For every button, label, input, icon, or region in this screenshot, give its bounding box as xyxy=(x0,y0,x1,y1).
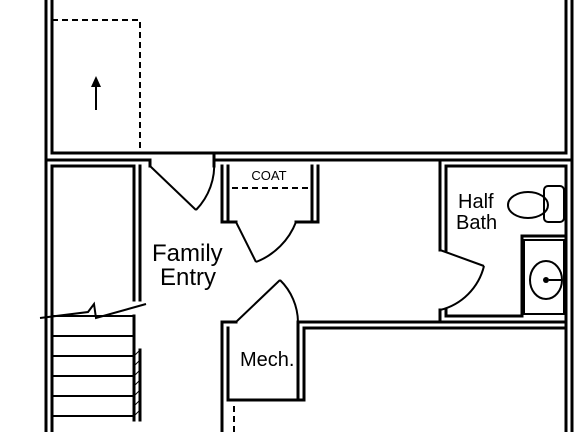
half-bath-door xyxy=(439,249,485,311)
sink-icon xyxy=(523,239,565,315)
entry-door xyxy=(148,151,216,211)
upper-room xyxy=(44,0,574,432)
coat-closet: COAT xyxy=(232,168,310,263)
family-entry-label-line1: Family xyxy=(152,240,223,267)
family-entry-label-line2: Entry xyxy=(160,264,216,291)
mech-door xyxy=(235,279,299,323)
mech-label: Mech. xyxy=(240,349,294,371)
interior-walls xyxy=(44,158,574,432)
stairs xyxy=(52,314,142,422)
half-bath-label-line1: Half xyxy=(458,191,494,213)
half-bath-label-line2: Bath xyxy=(456,212,497,234)
toilet-icon xyxy=(507,185,565,223)
up-arrow-icon xyxy=(91,76,101,110)
stair-break-icon xyxy=(39,301,147,320)
coat-label: COAT xyxy=(251,168,286,183)
